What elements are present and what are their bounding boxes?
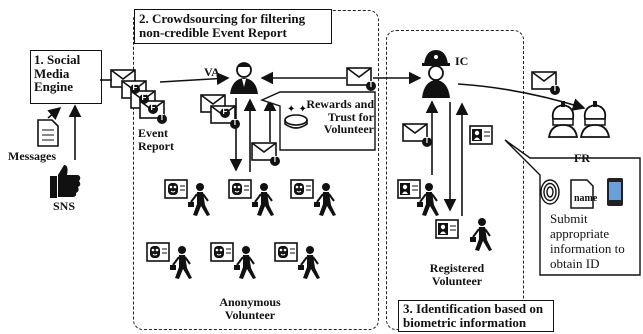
badge-f: F bbox=[148, 103, 158, 114]
id-card-icon bbox=[570, 179, 594, 209]
rewards-label: Rewards and Trust for Volunteer bbox=[306, 97, 374, 137]
badge-t: T bbox=[422, 136, 432, 147]
identification-title-box: 3. Identification based on biometric inf… bbox=[398, 300, 554, 332]
badge-t: T bbox=[270, 155, 280, 166]
crowdsourcing-title: 2. Crowdsourcing for filtering non-credi… bbox=[139, 11, 306, 40]
social-media-engine-title: 1. Social Media Engine bbox=[34, 52, 81, 95]
sns-label: SNS bbox=[53, 199, 76, 213]
firefighter-icon bbox=[547, 101, 579, 138]
svg-text:✦ ✦: ✦ ✦ bbox=[287, 104, 307, 115]
anonymous-volunteers bbox=[146, 179, 337, 280]
badge-f: F bbox=[130, 83, 140, 94]
badge-t: T bbox=[366, 80, 376, 91]
ic-label: IC bbox=[455, 54, 469, 68]
social-media-engine-box: 1. Social Media Engine bbox=[30, 50, 102, 104]
badge-f: F bbox=[139, 93, 149, 104]
smartphone-icon bbox=[607, 178, 623, 206]
police-officer-icon bbox=[422, 50, 450, 98]
fr-label: FR bbox=[574, 151, 590, 165]
registered-volunteer-label: Registered Volunteer bbox=[429, 261, 485, 288]
crowdsourcing-title-box: 2. Crowdsourcing for filtering non-credi… bbox=[134, 9, 332, 44]
badge-f: F bbox=[220, 107, 230, 118]
messages-label: Messages bbox=[8, 149, 56, 163]
anonymous-volunteer-label: Anonymous Volunteer bbox=[219, 295, 281, 322]
va-label: VA bbox=[204, 65, 220, 79]
fingerprint-icon bbox=[540, 179, 560, 205]
registered-volunteers bbox=[397, 179, 493, 252]
thumbs-up-icon bbox=[50, 165, 81, 198]
badge-t: T bbox=[550, 84, 560, 95]
coins-icon: ✦ ✦ bbox=[284, 104, 308, 129]
person-icon bbox=[230, 62, 258, 94]
document-icon bbox=[37, 119, 59, 147]
event-report-label: Event Report bbox=[138, 126, 174, 153]
name-card-label: name bbox=[574, 193, 598, 204]
badge-t: T bbox=[230, 118, 240, 129]
identification-title: 3. Identification based on biometric inf… bbox=[403, 301, 544, 330]
badge-t: T bbox=[157, 113, 167, 124]
firefighter-icon bbox=[579, 101, 611, 138]
submit-info-label: Submit appropriate information to obtain… bbox=[550, 211, 625, 271]
